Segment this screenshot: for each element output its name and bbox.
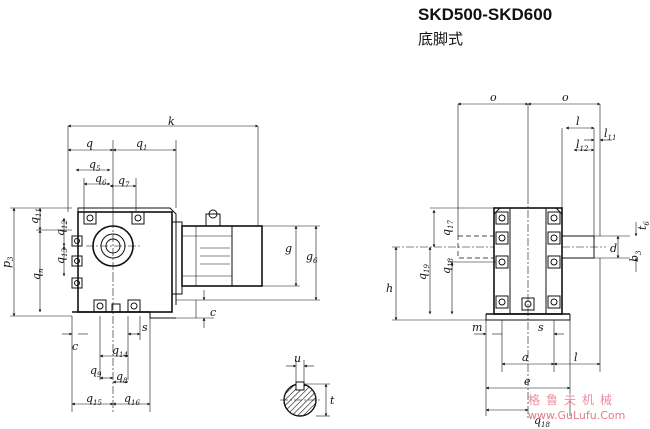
side-view	[10, 124, 320, 412]
label-q9: q9	[90, 364, 102, 379]
motor-body	[181, 225, 263, 287]
label-q16: q16	[124, 392, 141, 407]
label-q17: q17	[440, 219, 455, 236]
terminal-box	[205, 213, 221, 227]
label-t: t	[330, 394, 335, 407]
front-view	[392, 102, 638, 418]
label-l11: l11	[604, 127, 616, 142]
label-q6: q6	[95, 172, 107, 187]
label-l-top: l	[576, 115, 580, 128]
shaft-key-detail	[280, 360, 330, 417]
label-q11: q11	[28, 208, 43, 224]
label-q1: q1	[136, 137, 148, 152]
model-title: SKD500-SKD600	[418, 5, 553, 24]
label-h: h	[386, 282, 393, 295]
label-t6: t6	[636, 221, 650, 230]
bolt-holes-left	[71, 211, 145, 313]
label-e: e	[524, 375, 531, 388]
label-q8: q8	[116, 370, 128, 385]
label-q13: q13	[54, 247, 69, 264]
label-g: g	[285, 242, 292, 255]
watermark-url: www.GuLufu.Com	[528, 409, 625, 422]
dimension-labels: k q q1 q5 q6 q7 p3 q11 qn q12 q13 g g6 c…	[0, 91, 650, 429]
label-q18-bottom: q18	[534, 414, 551, 429]
mount-type-subtitle: 底脚式	[418, 31, 464, 48]
label-q19: q19	[416, 263, 431, 280]
label-k: k	[168, 115, 175, 128]
motor-adapter	[171, 221, 183, 295]
label-o-left: o	[490, 91, 497, 104]
label-g6: g6	[306, 250, 318, 265]
label-o-right: o	[562, 91, 569, 104]
label-u: u	[294, 352, 301, 365]
label-a: a	[522, 351, 529, 364]
label-q7: q7	[118, 174, 130, 189]
label-q: q	[86, 137, 93, 150]
label-q14: q14	[112, 344, 128, 359]
label-l12: l12	[576, 138, 589, 153]
label-m: m	[472, 321, 482, 334]
label-c-right: c	[210, 306, 216, 319]
watermark-cn: 格鲁夫机械	[528, 392, 618, 407]
label-s-left: s	[142, 321, 148, 334]
label-q18: q18	[440, 257, 455, 274]
watermark: 格鲁夫机械 www.GuLufu.Com	[528, 392, 625, 422]
label-p3: p3	[0, 256, 15, 268]
label-qn: qn	[30, 268, 45, 280]
label-c-left: c	[72, 340, 78, 353]
label-q15: q15	[86, 392, 103, 407]
label-s-right: s	[538, 321, 544, 334]
label-l-bottom: l	[574, 351, 578, 364]
label-b3: b3	[628, 250, 643, 262]
label-d: d	[610, 242, 617, 255]
label-q12: q12	[54, 219, 69, 236]
label-q5: q5	[89, 158, 101, 173]
